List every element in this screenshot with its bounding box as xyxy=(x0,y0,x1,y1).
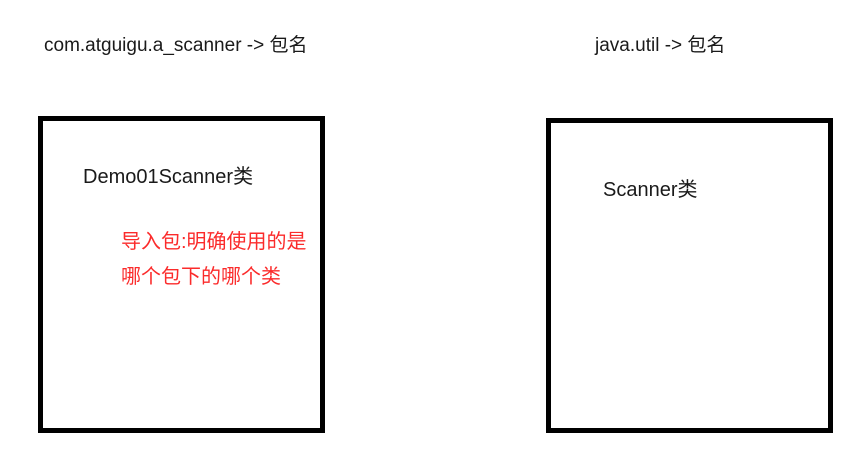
import-note-line1: 导入包:明确使用的是 xyxy=(121,231,307,253)
import-note-line2: 哪个包下的哪个类 xyxy=(121,266,281,288)
import-note: 导入包:明确使用的是 哪个包下的哪个类 xyxy=(121,225,307,295)
left-class-box: Demo01Scanner类 导入包:明确使用的是 哪个包下的哪个类 xyxy=(38,116,325,433)
left-class-name: Demo01Scanner类 xyxy=(83,166,254,188)
right-class-box: Scanner类 xyxy=(546,118,833,433)
left-package-label: com.atguigu.a_scanner -> 包名 xyxy=(44,35,308,56)
right-package-label: java.util -> 包名 xyxy=(595,35,726,56)
right-class-name: Scanner类 xyxy=(603,179,698,201)
